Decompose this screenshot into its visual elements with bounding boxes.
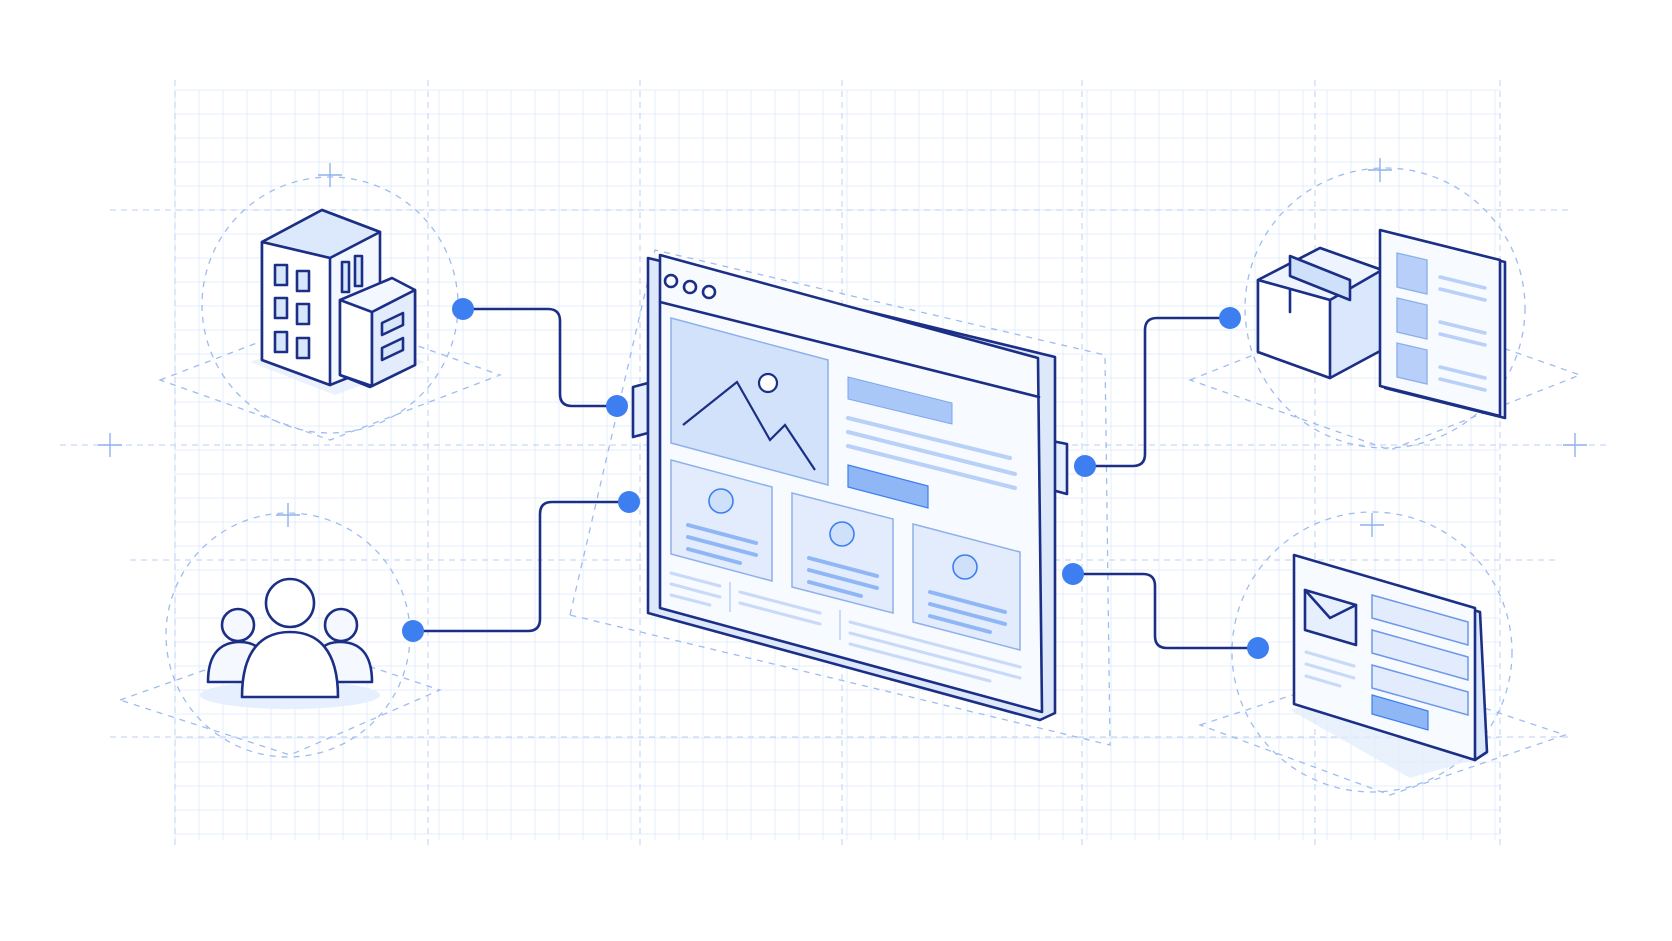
connector-dot — [1247, 637, 1269, 659]
connectors — [402, 298, 1269, 659]
document-list-icon — [1378, 228, 1507, 420]
package-box-icon — [1256, 246, 1384, 380]
office-building-icon — [250, 208, 425, 395]
connector-dot — [606, 395, 628, 417]
connector-dot — [402, 620, 424, 642]
connector-dot — [618, 491, 640, 513]
email-form-icon — [1290, 553, 1490, 778]
connector-dot — [1074, 455, 1096, 477]
browser-window-icon — [631, 253, 1069, 722]
user-group-icon — [200, 577, 380, 709]
connector-dot — [1062, 563, 1084, 585]
connector-dot — [1219, 307, 1241, 329]
connector-dot — [452, 298, 474, 320]
